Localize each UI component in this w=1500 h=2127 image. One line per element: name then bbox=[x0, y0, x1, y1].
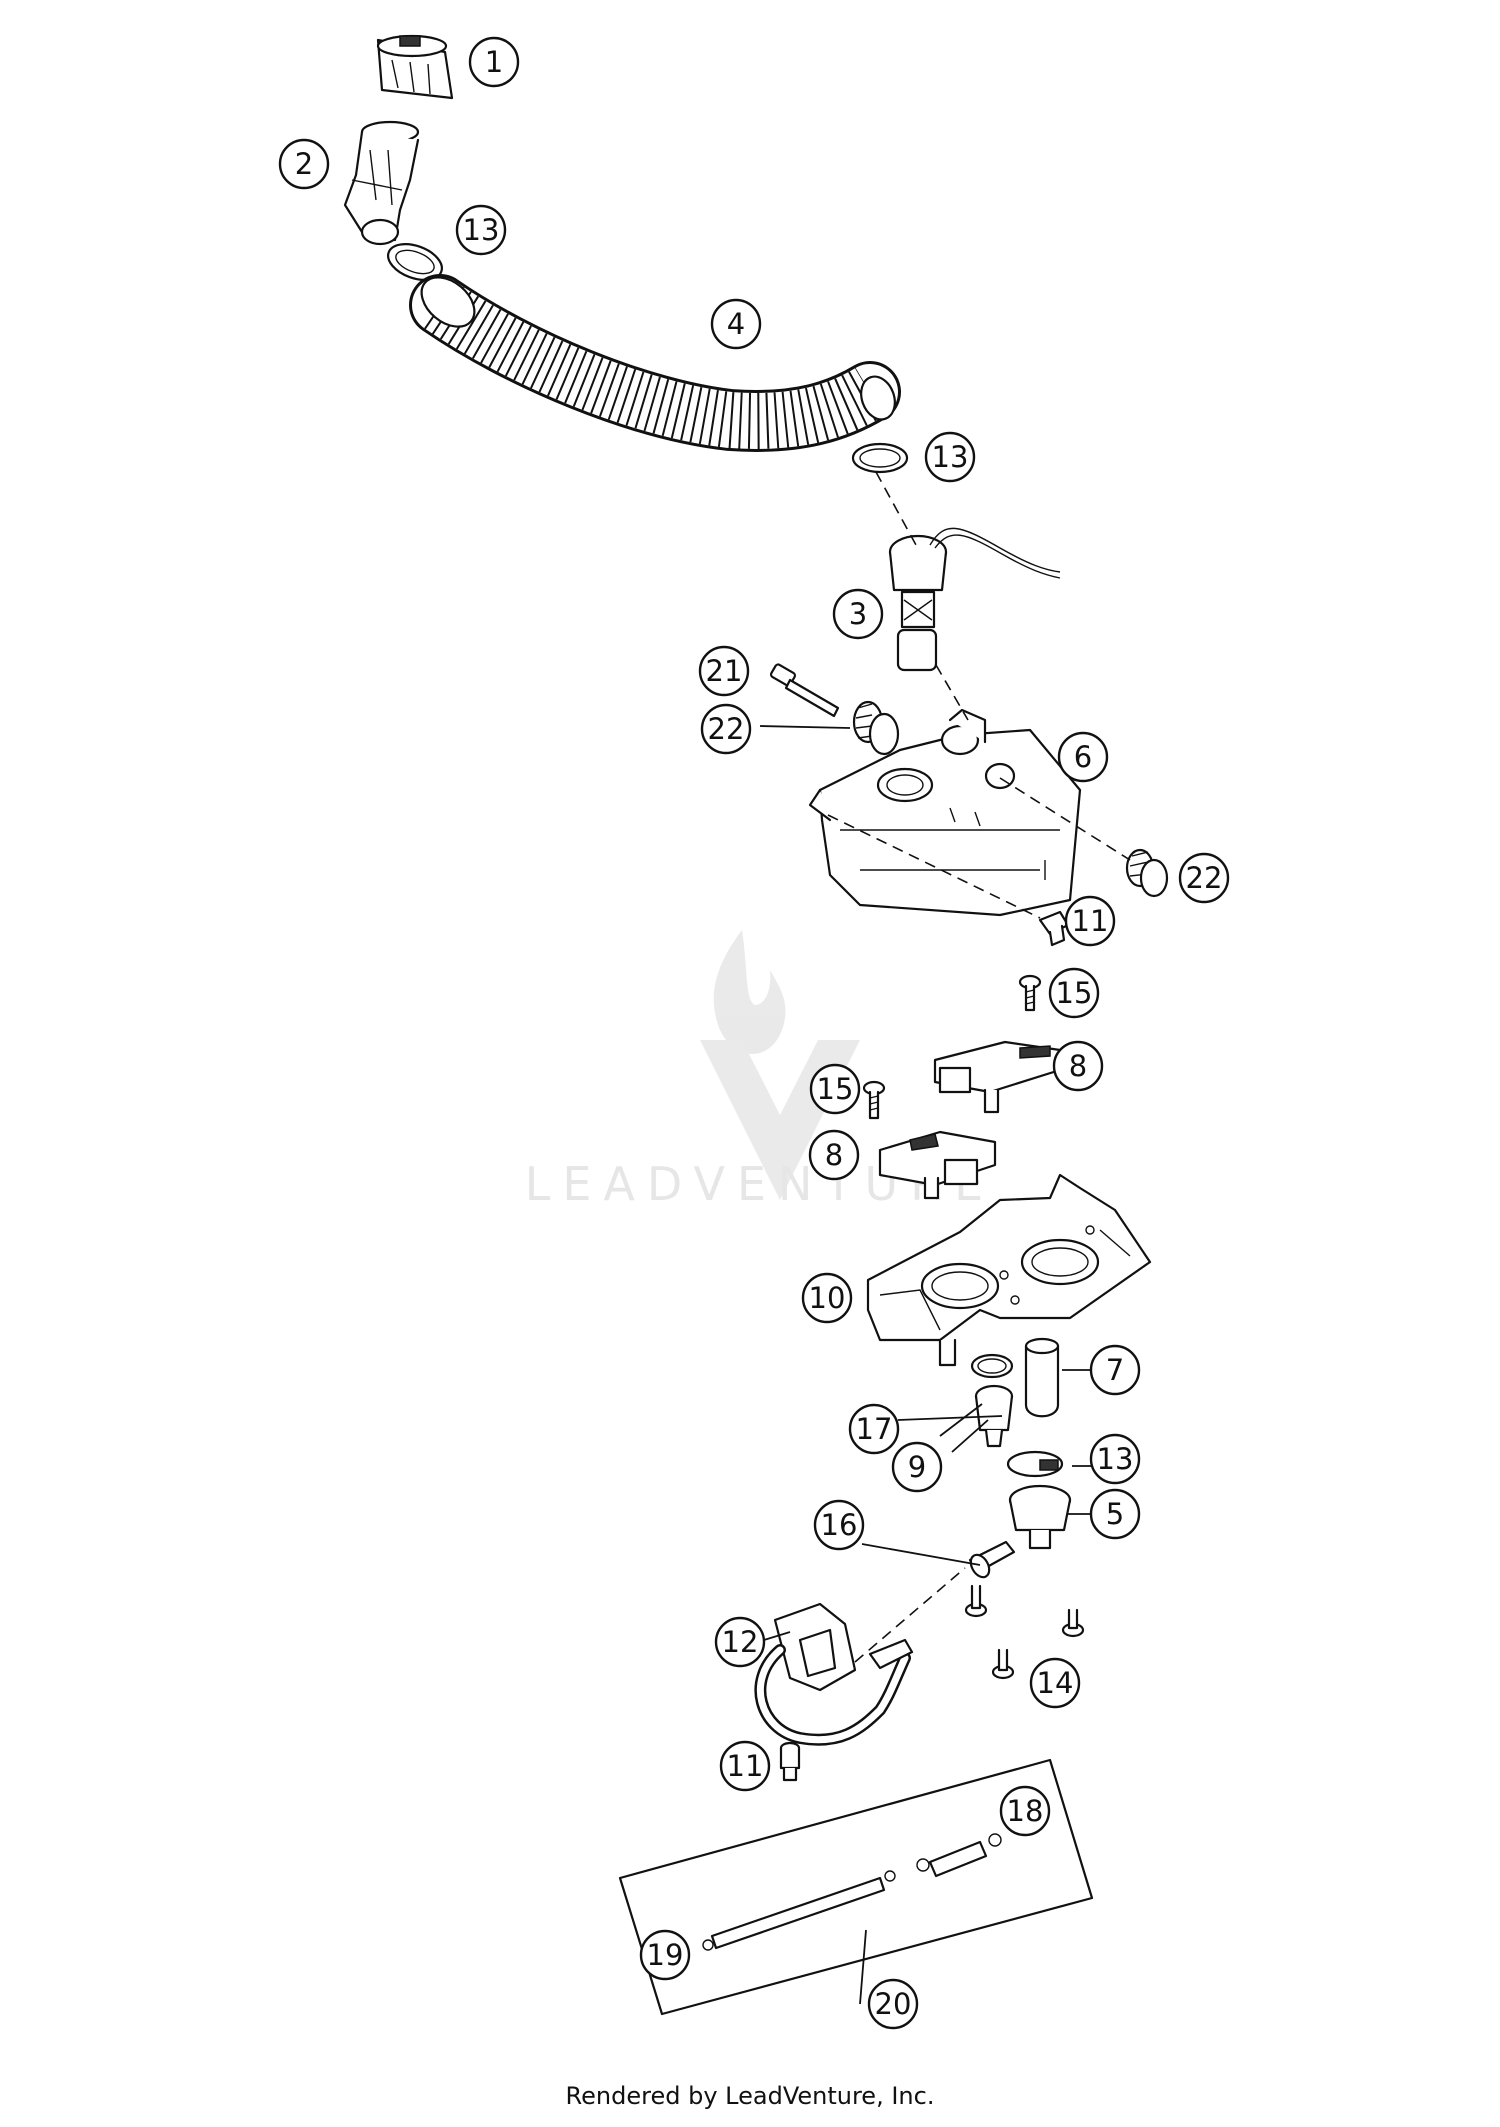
part-14-screw-c bbox=[991, 1648, 1015, 1680]
callout-13-a: 13 bbox=[455, 204, 507, 256]
callout-2-label: 2 bbox=[295, 147, 313, 181]
part-5-pump-cup bbox=[1008, 1484, 1072, 1550]
part-20-hose-kit bbox=[618, 1758, 1094, 2016]
callout-10: 10 bbox=[801, 1272, 853, 1324]
part-4-corrugated-hose bbox=[409, 274, 901, 452]
callout-10-label: 10 bbox=[809, 1281, 846, 1315]
part-7-filter bbox=[1024, 1337, 1060, 1418]
callout-11-b-label: 11 bbox=[727, 1749, 764, 1783]
callout-8-b-label: 8 bbox=[825, 1138, 843, 1172]
callout-1-label: 1 bbox=[485, 45, 503, 79]
callout-17: 17 bbox=[848, 1403, 900, 1455]
footer-credit: Rendered by LeadVenture, Inc. bbox=[565, 2082, 935, 2110]
callout-22-a: 22 bbox=[700, 703, 752, 755]
part-13-hose-clamp-lower bbox=[1006, 1450, 1064, 1478]
callout-17-label: 17 bbox=[856, 1412, 893, 1446]
callout-21: 21 bbox=[698, 645, 750, 697]
callout-3-label: 3 bbox=[849, 597, 867, 631]
callout-9: 9 bbox=[891, 1441, 943, 1493]
assembly-lines bbox=[827, 471, 1131, 1663]
part-14-screw-a bbox=[964, 1584, 988, 1618]
part-17-clamp bbox=[970, 1353, 1014, 1379]
leader-lines bbox=[759, 725, 1094, 2005]
callout-22-b: 22 bbox=[1178, 852, 1230, 904]
part-10-mounting-bracket bbox=[866, 1173, 1152, 1367]
callout-5: 5 bbox=[1089, 1488, 1141, 1540]
callout-7-label: 7 bbox=[1106, 1353, 1124, 1387]
callout-20-label: 20 bbox=[875, 1987, 912, 2021]
callout-11-b: 11 bbox=[719, 1740, 771, 1792]
callout-1: 1 bbox=[468, 36, 520, 88]
part-15-screw-lower bbox=[862, 1080, 886, 1120]
callout-16-label: 16 bbox=[821, 1508, 858, 1542]
part-8-sensor-upper bbox=[933, 1040, 1062, 1114]
callout-8-a-label: 8 bbox=[1069, 1049, 1087, 1083]
callout-13-c: 13 bbox=[1089, 1433, 1141, 1485]
callout-4-label: 4 bbox=[727, 307, 745, 341]
callout-6: 6 bbox=[1057, 731, 1109, 783]
part-11-screw-upper bbox=[1038, 910, 1070, 947]
callout-8-b: 8 bbox=[808, 1129, 860, 1181]
callout-12: 12 bbox=[714, 1616, 766, 1668]
callout-19-label: 19 bbox=[647, 1938, 684, 1972]
callout-9-label: 9 bbox=[908, 1450, 926, 1484]
part-2-filler-neck bbox=[343, 120, 420, 246]
part-13-hose-clamp-mid bbox=[851, 442, 909, 474]
part-11-screw-lower bbox=[779, 1741, 801, 1782]
callout-15-a: 15 bbox=[1048, 967, 1100, 1019]
callout-18: 18 bbox=[999, 1785, 1051, 1837]
callout-15-b-label: 15 bbox=[817, 1072, 854, 1106]
callout-18-label: 18 bbox=[1007, 1794, 1044, 1828]
part-22-grommet-left bbox=[852, 700, 900, 756]
callout-5-label: 5 bbox=[1106, 1497, 1124, 1531]
part-22-grommet-right bbox=[1125, 848, 1169, 898]
part-3-level-sensor bbox=[888, 527, 1061, 672]
part-12-fuel-pump bbox=[754, 1602, 914, 1746]
callout-14: 14 bbox=[1029, 1657, 1081, 1709]
part-6-fuel-tank bbox=[808, 708, 1082, 917]
part-8-sensor-lower bbox=[878, 1130, 997, 1200]
callout-8-a: 8 bbox=[1052, 1040, 1104, 1092]
callout-21-label: 21 bbox=[706, 654, 743, 688]
callout-11-a-label: 11 bbox=[1072, 904, 1109, 938]
part-14-screws bbox=[964, 1584, 1085, 1680]
callout-7: 7 bbox=[1089, 1344, 1141, 1396]
part-1-filler-cap bbox=[376, 34, 454, 100]
callout-22-a-label: 22 bbox=[708, 712, 745, 746]
part-21-long-bolt bbox=[769, 663, 840, 718]
watermark-flame-icon bbox=[713, 930, 786, 1054]
callout-3: 3 bbox=[832, 588, 884, 640]
callout-16: 16 bbox=[813, 1499, 865, 1551]
part-16-connector bbox=[968, 1540, 1016, 1579]
part-19-small-clamp bbox=[702, 1939, 714, 1951]
callout-19: 19 bbox=[639, 1929, 691, 1981]
callout-22-b-label: 22 bbox=[1186, 861, 1223, 895]
callout-15-a-label: 15 bbox=[1056, 976, 1093, 1010]
part-18-small-clamps bbox=[884, 1833, 1002, 1882]
callout-20: 20 bbox=[867, 1978, 919, 2030]
part-13-hose-clamp-top bbox=[387, 243, 443, 281]
part-14-screw-b bbox=[1061, 1608, 1085, 1638]
callout-13-b-label: 13 bbox=[932, 440, 969, 474]
callout-15-b: 15 bbox=[809, 1063, 861, 1115]
callout-14-label: 14 bbox=[1037, 1666, 1074, 1700]
callout-11-a: 11 bbox=[1064, 895, 1116, 947]
callout-12-label: 12 bbox=[722, 1625, 759, 1659]
callout-13-b: 13 bbox=[924, 431, 976, 483]
callout-13-a-label: 13 bbox=[463, 213, 500, 247]
callout-6-label: 6 bbox=[1074, 740, 1092, 774]
part-15-screw-upper bbox=[1018, 974, 1042, 1012]
callout-2: 2 bbox=[278, 138, 330, 190]
callout-13-c-label: 13 bbox=[1097, 1442, 1134, 1476]
callout-4: 4 bbox=[710, 298, 762, 350]
